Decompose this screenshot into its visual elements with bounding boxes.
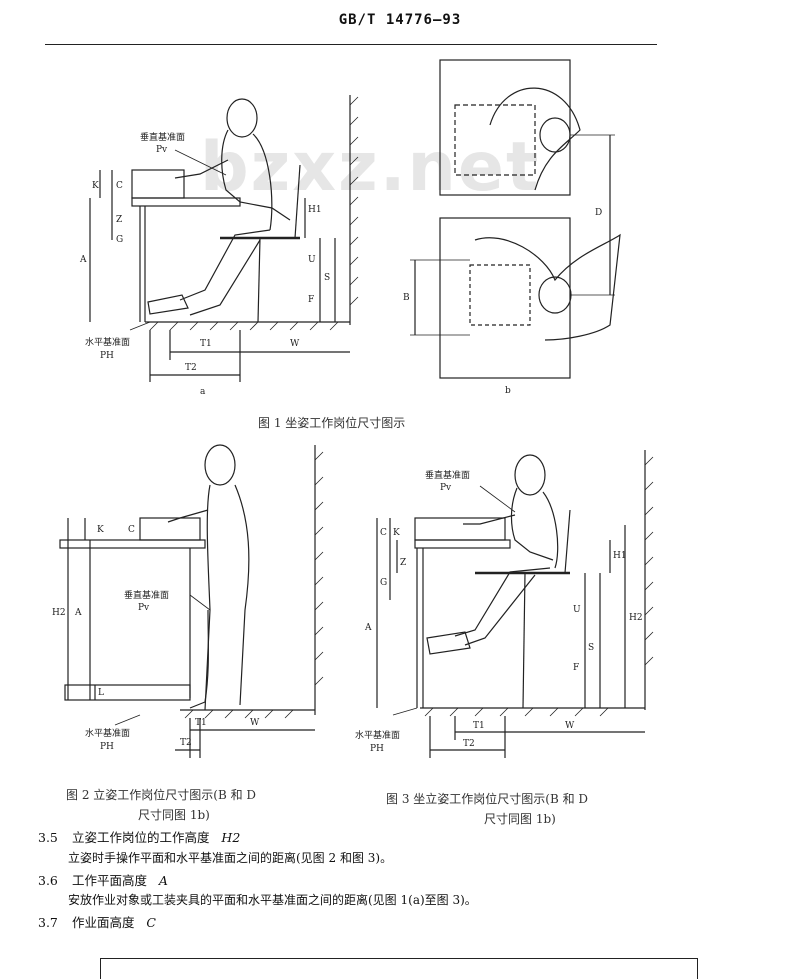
figure-1-caption: 图 1 坐姿工作岗位尺寸图示 <box>258 416 406 430</box>
dim-label: C <box>128 525 135 535</box>
dim-label: C <box>380 528 387 538</box>
dim-label: U <box>573 605 581 615</box>
dim-label: F <box>573 663 579 673</box>
section-symbol: C <box>146 915 156 930</box>
horizontal-plane-label: 水平基准面 <box>355 729 400 741</box>
dim-label: A <box>364 623 372 633</box>
dim-label: W <box>290 339 300 349</box>
dim-label: A <box>79 255 87 265</box>
figure-2-diagram: K C H2 A L T1 T2 W 垂直基准面 Pv 水平基准面 PH <box>52 444 324 758</box>
dim-label: T2 <box>185 363 197 373</box>
horizontal-plane-label: 水平基准面 <box>85 336 130 348</box>
dim-label: C <box>116 181 123 191</box>
figure-1b-diagram: D B b <box>403 59 621 396</box>
dim-label: F <box>308 295 314 305</box>
section-title: 工作平面高度 <box>71 873 147 888</box>
dim-label: B <box>403 293 410 303</box>
vertical-plane-label: 垂直基准面 <box>140 131 185 143</box>
dim-label: T1 <box>473 721 485 731</box>
dim-label: T2 <box>180 738 192 748</box>
dim-label: H1 <box>613 551 627 561</box>
watermark: bzxz.net <box>200 128 541 207</box>
dim-label: H1 <box>308 205 322 215</box>
figure-2-caption-line1: 图 2 立姿工作岗位尺寸图示(B 和 D <box>66 788 257 802</box>
dim-label: H2 <box>629 613 643 623</box>
section-symbol: H2 <box>221 830 241 845</box>
section-3-5-heading: 3.5 立姿工作岗位的工作高度 H2 <box>38 827 240 846</box>
section-3-5-body: 立姿时手操作平面和水平基准面之间的距离(见图 2 和图 3)。 <box>68 851 393 865</box>
section-number: 3.5 <box>38 830 58 845</box>
dim-label: H2 <box>52 608 66 618</box>
vertical-plane-label: 垂直基准面 <box>425 469 470 481</box>
figure-3-diagram: C K Z G A H1 U S F H2 T1 T2 W 垂直基准面 Pv 水… <box>355 450 654 758</box>
horizontal-plane-symbol: PH <box>100 351 114 361</box>
dim-label: D <box>595 208 602 218</box>
dim-label: L <box>98 688 104 698</box>
dim-label: A <box>74 608 82 618</box>
figure-3-caption-line2: 尺寸同图 1b) <box>484 812 556 826</box>
horizontal-plane-symbol: PH <box>370 744 384 754</box>
dim-label: W <box>565 721 575 731</box>
vertical-plane-label: 垂直基准面 <box>124 589 169 601</box>
figure-3-caption-line1: 图 3 坐立姿工作岗位尺寸图示(B 和 D <box>386 792 589 806</box>
figure-1a-diagram: K C Z G A H1 U S F T1 T2 W 垂直基准面 Pv 水平基准… <box>79 95 359 397</box>
dim-label: G <box>116 235 123 245</box>
dim-label: K <box>393 528 400 538</box>
horizontal-plane-symbol: PH <box>100 742 114 752</box>
section-title: 作业面高度 <box>71 915 135 930</box>
section-3-7-heading: 3.7 作业面高度 C <box>38 912 156 931</box>
horizontal-plane-label: 水平基准面 <box>85 727 130 739</box>
figure-sublabel-b: b <box>505 386 511 396</box>
section-title: 立姿工作岗位的工作高度 <box>71 830 210 845</box>
dim-label: K <box>92 181 99 191</box>
dim-label: Z <box>116 215 122 225</box>
section-3-6-body: 安放作业对象或工装夹具的平面和水平基准面之间的距离(见图 1(a)至图 3)。 <box>68 893 477 907</box>
vertical-plane-symbol: Pv <box>138 603 150 613</box>
section-symbol: A <box>158 873 168 888</box>
dim-label: Z <box>400 558 406 568</box>
dim-label: T2 <box>463 739 475 749</box>
section-number: 3.6 <box>38 873 58 888</box>
figure-sublabel-a: a <box>200 387 206 397</box>
section-number: 3.7 <box>38 915 58 930</box>
dim-label: S <box>324 273 330 283</box>
dim-label: U <box>308 255 316 265</box>
dim-label: T1 <box>200 339 212 349</box>
standard-code-header: GB/T 14776—93 <box>338 12 462 28</box>
dim-label: K <box>97 525 104 535</box>
header-rule <box>45 44 657 45</box>
vertical-plane-symbol: Pv <box>440 483 452 493</box>
section-3-6-heading: 3.6 工作平面高度 A <box>38 870 168 889</box>
dim-label: G <box>380 578 387 588</box>
dim-label: W <box>250 718 260 728</box>
vertical-plane-symbol: Pv <box>156 145 168 155</box>
table-frame-top <box>100 958 698 979</box>
dim-label: S <box>588 643 594 653</box>
dim-label: T1 <box>195 718 207 728</box>
figure-2-caption-line2: 尺寸同图 1b) <box>138 808 210 822</box>
